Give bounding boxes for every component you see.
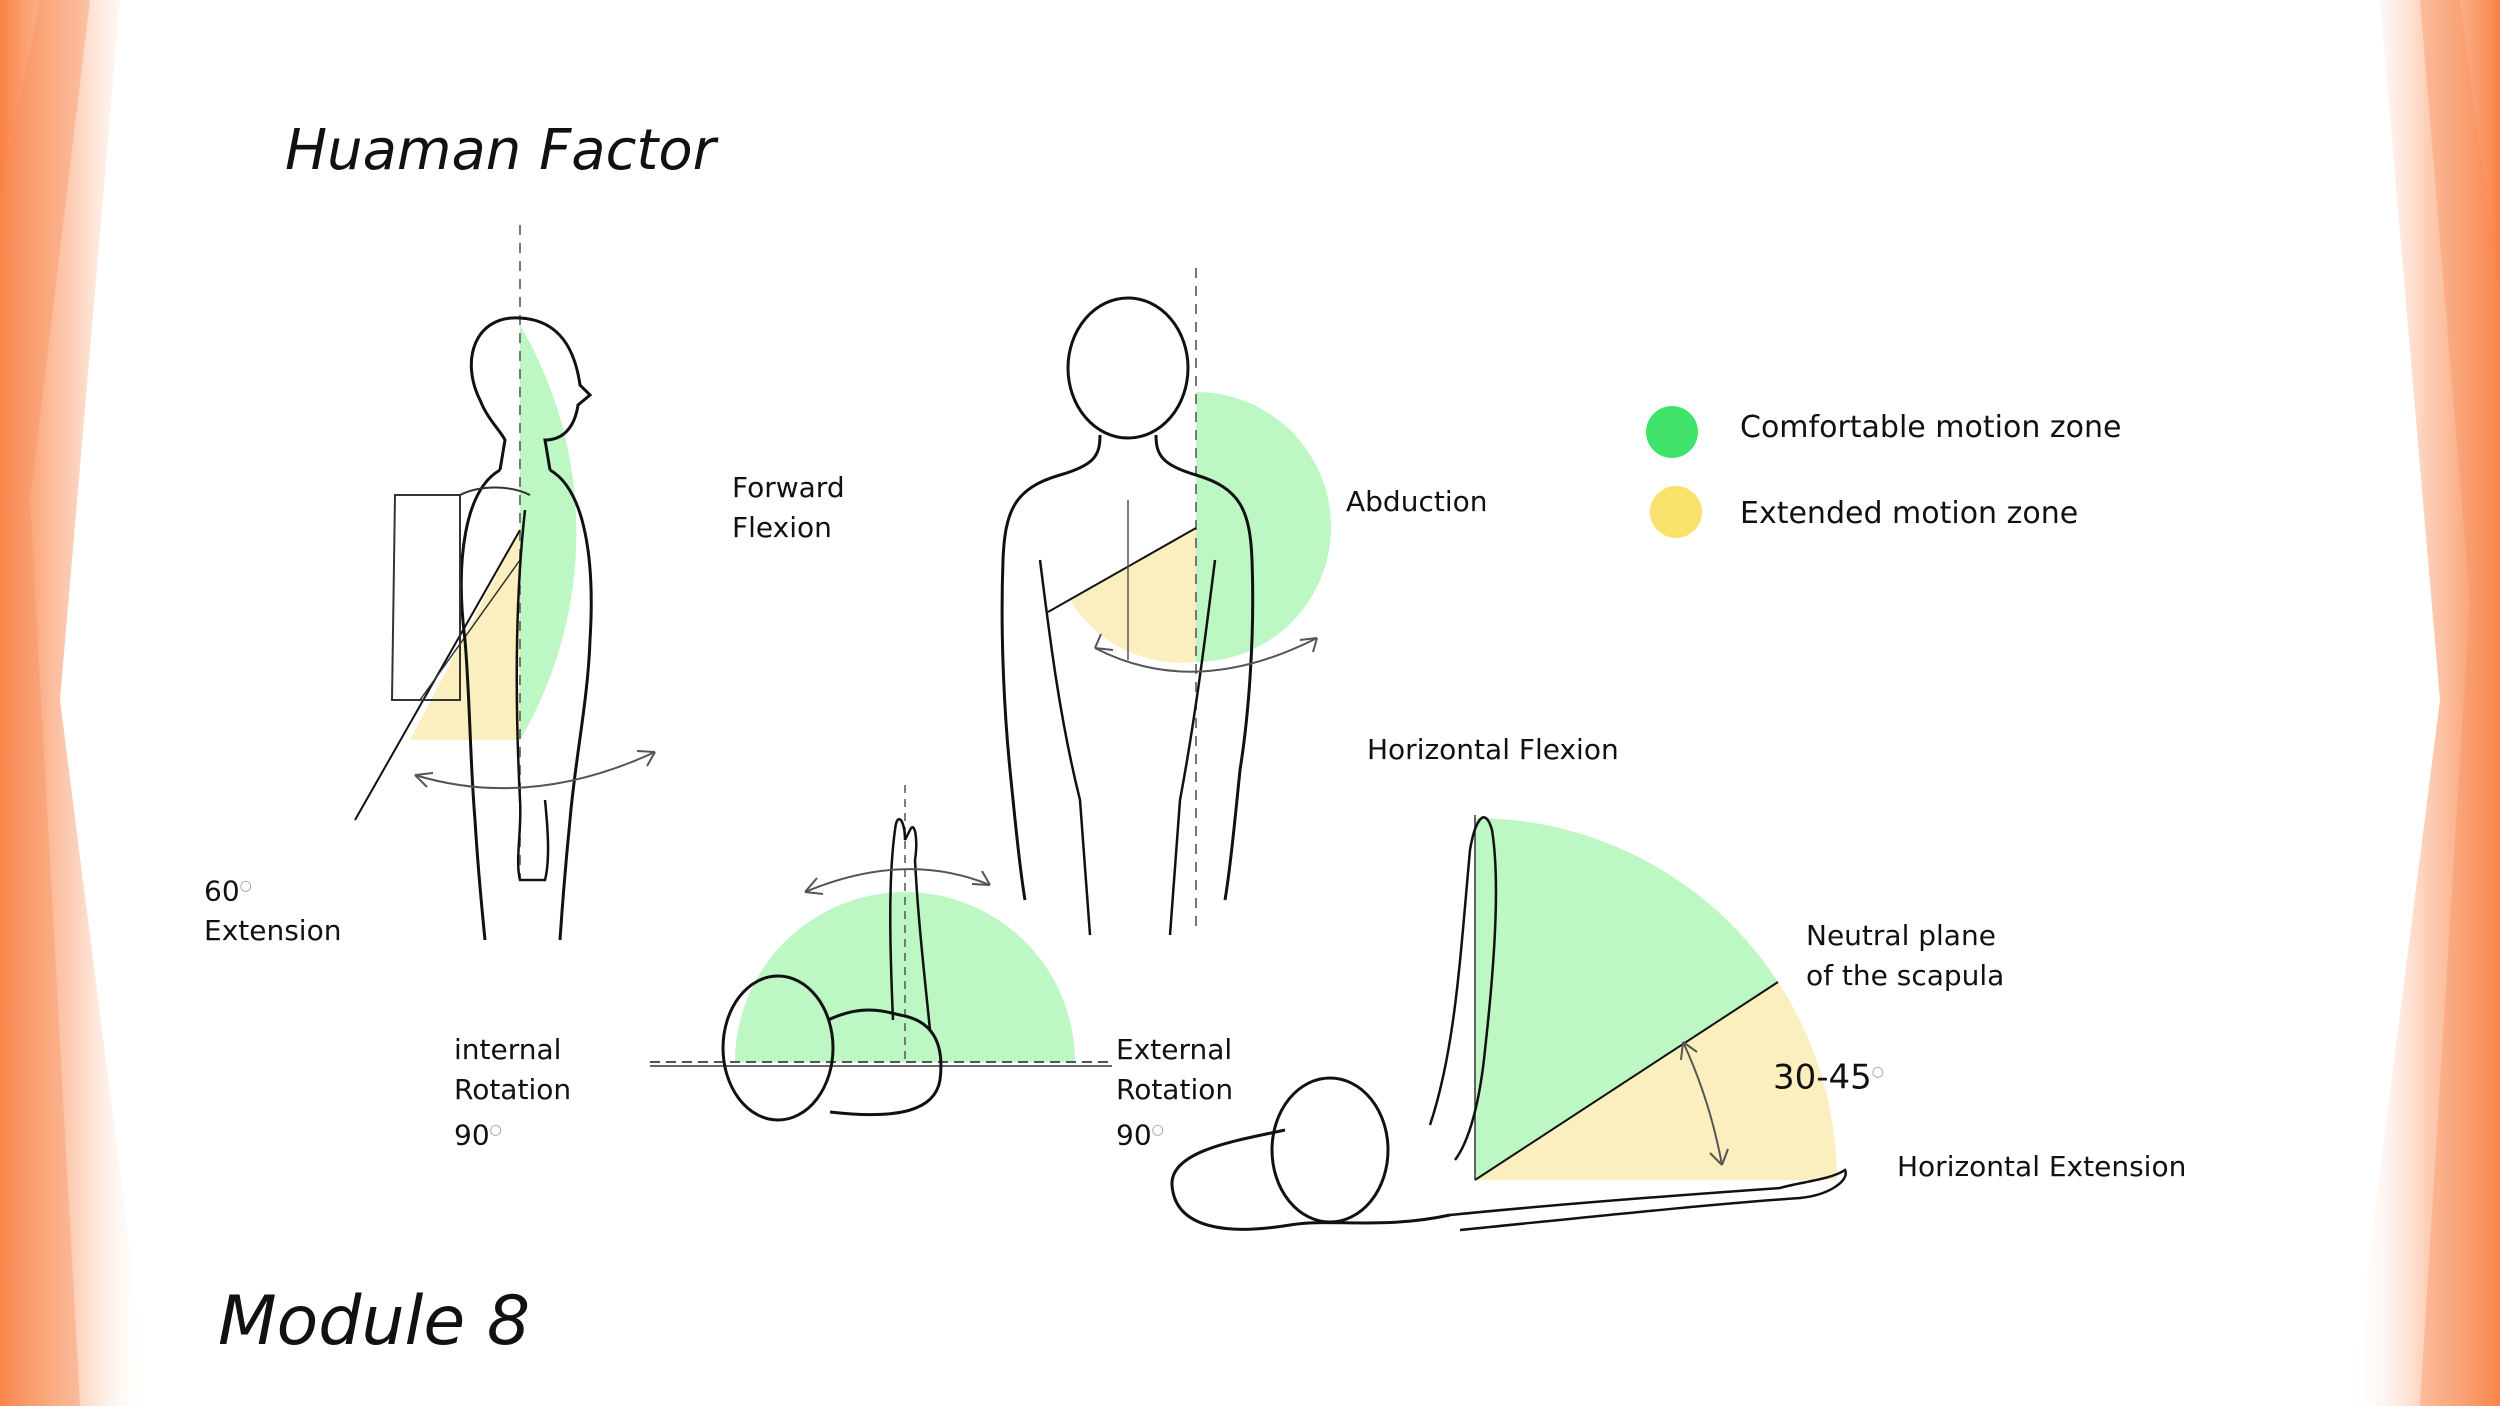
left-decoration <box>0 0 150 1406</box>
horizontal-extended-zone <box>1475 982 1837 1180</box>
angle-range-label: 30-45○ <box>1773 1057 1885 1098</box>
horizontal-extension-label: Horizontal Extension <box>1897 1150 2187 1183</box>
horizontal-flexion-label: Horizontal Flexion <box>1367 733 1619 766</box>
abduction-comfortable-zone <box>1196 392 1331 662</box>
abduction-label: Abduction <box>1346 485 1488 518</box>
degree-symbol-icon: ○ <box>1151 1122 1164 1138</box>
horizontal-comfortable-zone <box>1475 818 1778 1180</box>
rotation-comfortable-zone <box>735 892 1075 1062</box>
page-title: Huaman Factor <box>285 118 716 183</box>
forward-flexion-label: Forward Flexion <box>732 471 845 544</box>
right-decoration <box>2350 0 2500 1406</box>
flexion-comfortable-zone <box>520 325 577 740</box>
legend-extended-label: Extended motion zone <box>1740 496 2079 531</box>
module-title: Module 8 <box>218 1282 531 1361</box>
neutral-plane-label: Neutral plane of the scapula <box>1806 919 2005 992</box>
rotation-figure <box>650 785 1112 1122</box>
abduction-extended-zone <box>1070 528 1196 663</box>
legend-comfortable-label: Comfortable motion zone <box>1740 410 2122 445</box>
legend-extended-swatch <box>1650 486 1702 538</box>
legend-comfortable-swatch <box>1646 406 1698 458</box>
horizontal-flexion-figure <box>1170 815 1847 1232</box>
forward-flexion-figure <box>354 225 656 941</box>
degree-symbol-icon: ○ <box>489 1122 502 1138</box>
external-rotation-label: External Rotation 90○ <box>1116 1033 1234 1152</box>
degree-symbol-icon: ○ <box>1871 1064 1885 1080</box>
curved-double-arrow-icon <box>414 751 656 790</box>
abduction-figure <box>1000 268 1331 936</box>
degree-symbol-icon: ○ <box>239 878 252 894</box>
extension-label: 60○ Extension <box>204 874 342 948</box>
internal-rotation-label: internal Rotation 90○ <box>454 1033 572 1152</box>
curved-double-arrow-icon <box>804 868 991 893</box>
